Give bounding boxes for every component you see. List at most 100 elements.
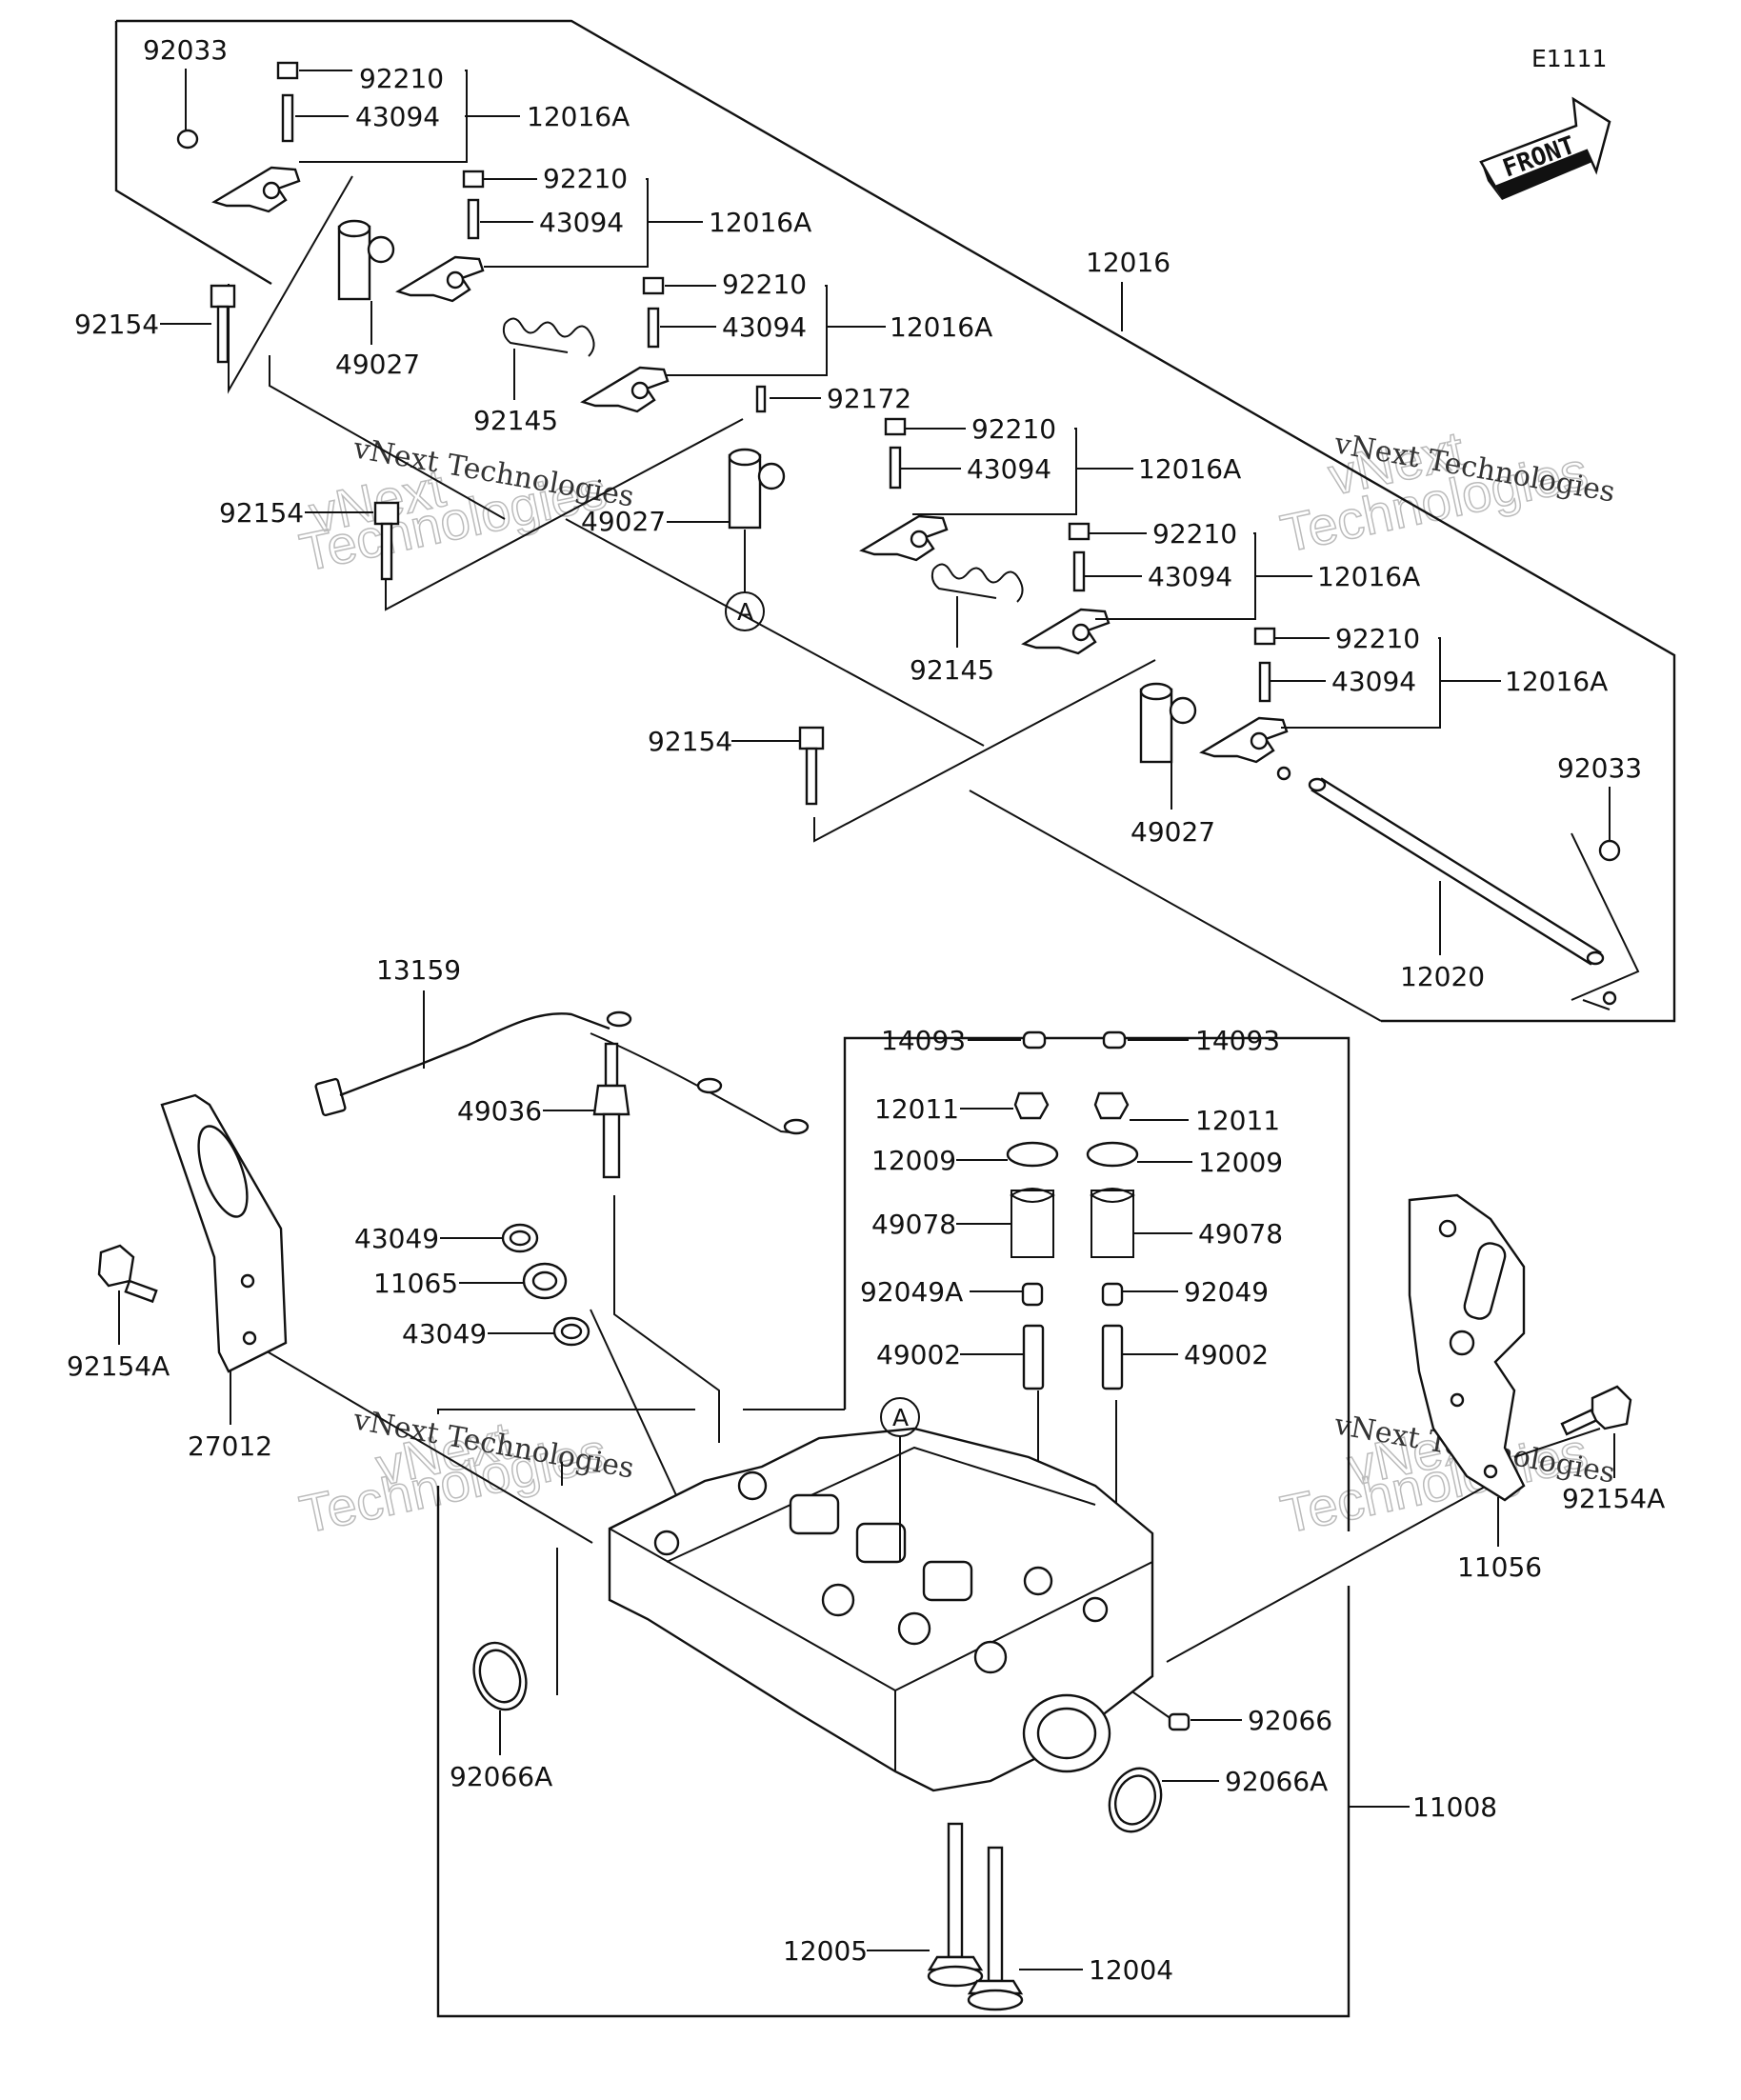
callout-12004: 12004	[1089, 1954, 1173, 1986]
rocker-inner-line-6	[969, 790, 1382, 1022]
rocker-arm-6	[1199, 716, 1289, 764]
bracket-11056	[1408, 1193, 1526, 1502]
callout-12009-b: 12009	[1198, 1147, 1283, 1178]
rocker-inner-line-7	[1571, 832, 1640, 1001]
callout-92210-c: 92210	[722, 269, 807, 300]
plug-92066A-right	[1108, 1767, 1163, 1833]
rocker-support-49027-1	[337, 219, 395, 301]
valve-12005	[927, 1822, 984, 1988]
callout-92154-c: 92154	[648, 726, 732, 757]
callout-43094-d: 43094	[967, 453, 1051, 485]
callout-49078-a: 49078	[871, 1209, 956, 1240]
callout-43094-c: 43094	[722, 311, 807, 343]
valve-train-right	[1086, 1030, 1139, 1390]
cylinder-head-11008	[608, 1427, 1154, 1792]
callout-92145-a: 92145	[473, 405, 558, 436]
nut-92210-group	[276, 61, 1276, 646]
callout-43049-a: 43049	[354, 1223, 439, 1254]
rocker-assembly-outline	[116, 19, 1676, 1023]
spring-92145-1	[502, 317, 595, 357]
callout-92066A-b: 92066A	[1225, 1766, 1328, 1797]
rocker-inner-line-2	[269, 355, 506, 520]
bracket-27012	[160, 1093, 288, 1373]
callout-13159: 13159	[376, 954, 461, 986]
callout-92210-d: 92210	[971, 413, 1056, 445]
callout-12016A-f: 12016A	[1505, 666, 1608, 697]
harness-13159	[314, 1010, 810, 1135]
bolt-92154A-left	[97, 1244, 158, 1304]
rocker-shaft-12020	[1276, 766, 1617, 1006]
callout-11056: 11056	[1457, 1551, 1542, 1583]
bolt-92154-2	[373, 501, 400, 581]
callout-12016A-d: 12016A	[1138, 453, 1241, 485]
callout-92172: 92172	[827, 383, 911, 414]
callout-49027-c: 49027	[1131, 816, 1215, 848]
callout-27012: 27012	[188, 1430, 272, 1462]
callout-92210-a: 92210	[359, 63, 444, 94]
glow-plug-49036	[592, 1042, 630, 1179]
front-arrow-icon: FRONT	[1479, 96, 1611, 200]
callout-12011-a: 12011	[874, 1093, 959, 1125]
callout-92210-f: 92210	[1335, 623, 1420, 654]
callout-49002-a: 49002	[876, 1339, 961, 1370]
rocker-support-49027-3	[1139, 682, 1197, 764]
callout-92210-e: 92210	[1152, 518, 1237, 550]
rocker-arm-5	[1021, 608, 1111, 655]
upper-callouts: 92033 92210 43094 12016A 92210 43094 120…	[74, 34, 1642, 992]
rocker-inner-line-5	[813, 659, 1156, 843]
callout-11065: 11065	[373, 1268, 458, 1299]
callout-12016A-c: 12016A	[890, 311, 992, 343]
callout-12016A-e: 12016A	[1317, 561, 1420, 592]
callout-14093-b: 14093	[1195, 1025, 1280, 1056]
callout-92154A-a: 92154A	[67, 1350, 170, 1382]
callout-92033-a: 92033	[143, 34, 228, 66]
diagram-code: E1111	[1531, 45, 1607, 72]
callout-92210-b: 92210	[543, 163, 628, 194]
rocker-arm-3	[580, 366, 670, 413]
screw-92172	[755, 385, 767, 413]
lower-callouts: 13159 14093 14093 12011 12011 49036 1200…	[67, 954, 1665, 1986]
bolt-92154A-right	[1560, 1385, 1632, 1436]
cylinder-head-frame-lower	[436, 1486, 1351, 2018]
callout-12016: 12016	[1086, 247, 1171, 278]
callout-12005: 12005	[783, 1935, 868, 1967]
rocker-arm-1	[211, 166, 301, 213]
rocker-inner-line-8	[1582, 999, 1611, 1010]
callout-92049A: 92049A	[860, 1276, 963, 1308]
callout-12016A-a: 12016A	[527, 101, 630, 132]
callout-12011-b: 12011	[1195, 1105, 1280, 1136]
callout-92154-b: 92154	[219, 497, 304, 529]
callout-A-1: A	[737, 598, 753, 626]
callout-92033-b: 92033	[1557, 752, 1642, 784]
rocker-inner-line-4	[565, 518, 985, 747]
callout-43094-a: 43094	[355, 101, 440, 132]
callout-49036: 49036	[457, 1095, 542, 1127]
callout-11008: 11008	[1412, 1791, 1497, 1823]
callout-92145-b: 92145	[910, 654, 994, 686]
callout-92049: 92049	[1184, 1276, 1269, 1308]
callout-92154-a: 92154	[74, 309, 159, 340]
circlip-92033-right	[1598, 839, 1621, 862]
callout-49027-b: 49027	[581, 506, 666, 537]
valve-12004	[967, 1846, 1024, 2011]
plug-92066A-left	[472, 1641, 528, 1711]
stud-43094-group	[281, 93, 1271, 703]
callout-43094-b: 43094	[539, 207, 624, 238]
rocker-assembly-outline-left	[114, 21, 272, 286]
valve-train-left	[1006, 1030, 1059, 1390]
callout-49027-a: 49027	[335, 349, 420, 380]
callout-43094-f: 43094	[1331, 666, 1416, 697]
callout-12016A-b: 12016A	[709, 207, 811, 238]
callout-43094-e: 43094	[1148, 561, 1232, 592]
callout-49002-b: 49002	[1184, 1339, 1269, 1370]
cylinder-head-frame	[843, 1036, 1351, 1531]
callout-14093-a: 14093	[881, 1025, 966, 1056]
rocker-support-49027-2	[728, 448, 786, 530]
bolt-92154-1	[210, 284, 236, 364]
callout-92066A-a: 92066A	[450, 1761, 552, 1792]
callout-A-2: A	[892, 1404, 909, 1431]
callout-92154A-b: 92154A	[1562, 1483, 1665, 1514]
callout-12009-a: 12009	[871, 1145, 956, 1176]
plug-92066	[1168, 1712, 1191, 1731]
